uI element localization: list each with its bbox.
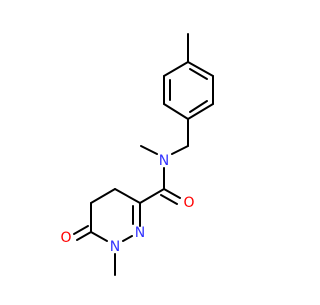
pyridazinone-ring (90, 188, 141, 242)
bond-ring-double-1 (189, 68, 208, 80)
bond-ring-6 (163, 61, 189, 77)
molecule-structure: N O N N O (60, 33, 214, 276)
bond-carbonyl-ring (139, 188, 165, 204)
bond-ring-4 (163, 103, 189, 120)
bond-c3-c4 (114, 188, 141, 204)
bond-ring-co-1 (76, 231, 92, 241)
bond-ring-co-2 (73, 225, 89, 235)
bond-ring-3 (187, 103, 214, 120)
bond-c4-c5 (90, 188, 116, 204)
atom-o-ring: O (60, 230, 71, 246)
benzene-ring (163, 61, 214, 120)
atom-n-ring-methyl: N (110, 239, 120, 255)
bond-ring-double-2 (189, 100, 208, 113)
bond-ring-1 (187, 61, 214, 77)
bond-carbonyl-o-2 (160, 194, 178, 205)
atom-o-amide: O (183, 195, 194, 211)
atom-n-amide: N (159, 153, 169, 169)
atom-n-ring-double: N (135, 225, 145, 241)
bond-c6-n1 (90, 231, 108, 242)
bond-ch2-n (171, 145, 189, 155)
molecule-canvas: N O N N O (60, 33, 214, 276)
bond-n-methyl (140, 145, 158, 155)
bond-n1-n2 (122, 235, 133, 242)
bond-carbonyl-o-1 (163, 188, 181, 199)
